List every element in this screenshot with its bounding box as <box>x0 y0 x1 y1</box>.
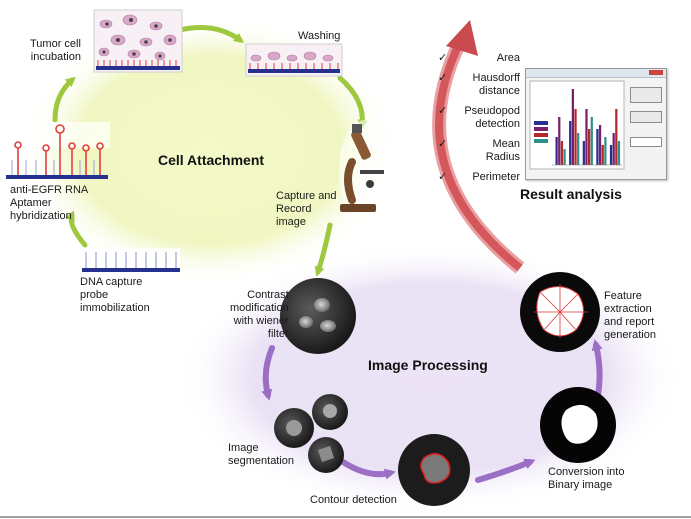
result-checklist-item: ✓ Perimeter <box>438 171 520 184</box>
chart-legend <box>534 121 548 143</box>
arrow-capture-to-processing <box>314 222 333 277</box>
binary-image <box>540 387 616 463</box>
arrow-binary-to-feature <box>591 339 603 398</box>
label-binary: Conversion into Binary image <box>548 466 625 491</box>
chart-legend-swatch <box>534 127 548 131</box>
result-checklist: ✓ Area ✓ Hausdorff distance ✓ Pseudopod detec… <box>438 52 521 191</box>
checkmark-icon: ✓ <box>438 138 448 150</box>
chart-bar <box>560 141 564 165</box>
chart-bars <box>552 89 622 166</box>
checkmark-icon: ✓ <box>438 105 448 117</box>
label-contour: Contour detection <box>310 494 397 506</box>
chart-bar <box>596 129 599 165</box>
window-titlebar <box>526 69 666 78</box>
feature-image <box>520 272 600 352</box>
result-checklist-item: ✓ Pseudopod detection <box>438 105 520 131</box>
arrow-aptamer-to-incubation <box>52 76 76 123</box>
window-close-icon <box>649 70 663 75</box>
arrow-segmentation-to-contour <box>340 459 396 480</box>
chart-bar <box>558 117 561 165</box>
result-checklist-label: Pseudopod detection <box>464 105 520 130</box>
checkmark-icon: ✓ <box>438 171 448 183</box>
label-tumor-cell-incubation: Tumor cell incubation <box>30 38 81 63</box>
contrast-image <box>280 278 356 354</box>
cell-attachment-glow <box>20 15 400 285</box>
arrow-probe-to-aptamer <box>65 210 88 248</box>
chart-bar <box>598 125 602 165</box>
chart-bar <box>574 109 577 165</box>
chart-bar <box>555 137 558 165</box>
label-aptamer: anti-EGFR RNA Aptamer hybridization <box>10 184 89 222</box>
chart-bar <box>615 109 618 165</box>
chart-legend-swatch <box>534 121 548 125</box>
label-contrast: Contrast modification with wiener filter <box>230 289 289 340</box>
label-segmentation: Image segmentation <box>228 442 295 467</box>
window-side-button[interactable] <box>630 87 662 103</box>
result-checklist-label: Hausdorff distance <box>472 72 521 97</box>
microscope-icon <box>339 120 391 220</box>
chart-bar <box>577 133 580 165</box>
chart-bar <box>588 129 591 165</box>
chart-bar <box>604 137 607 165</box>
washing-panel <box>245 43 343 77</box>
checkmark-icon: ✓ <box>438 72 448 84</box>
result-analysis-window <box>525 68 667 180</box>
chart-bar <box>601 145 604 165</box>
chart-legend-swatch <box>534 139 548 143</box>
result-checklist-item: ✓ Area <box>438 52 520 65</box>
arrow-incubation-to-washing <box>177 25 245 43</box>
label-feature: Feature extraction and report generation <box>604 290 656 341</box>
checkmark-icon: ✓ <box>438 52 448 64</box>
chart-bar <box>609 145 613 165</box>
label-dna-capture: DNA capture probe immobilization <box>80 276 150 314</box>
chart-bar <box>582 141 585 165</box>
result-checklist-item: ✓ Hausdorff distance <box>438 72 521 98</box>
window-side-button[interactable] <box>630 111 662 123</box>
arrow-contrast-to-segmentation <box>261 345 275 401</box>
chart-bar <box>585 109 588 165</box>
segmentation-images <box>274 394 348 473</box>
chart-legend-swatch <box>534 133 548 137</box>
title-cell-attachment: Cell Attachment <box>158 152 265 168</box>
result-checklist-label: Perimeter <box>472 171 520 183</box>
image-processing-cycle-arrows <box>261 339 603 483</box>
result-checklist-label: Area <box>496 52 520 64</box>
contour-image <box>398 434 470 506</box>
result-checklist-label: Mean Radius <box>485 138 520 163</box>
title-result-analysis: Result analysis <box>520 186 622 202</box>
chart-bar <box>563 149 566 165</box>
label-capture-record: Capture and Record image <box>276 190 337 228</box>
result-chart <box>529 80 625 170</box>
label-washing: Washing <box>298 30 341 42</box>
window-side-select[interactable] <box>630 137 662 147</box>
tumor-cell-incubation-panel <box>93 9 183 73</box>
chart-bar <box>569 121 572 165</box>
arrow-contour-to-binary <box>475 458 536 483</box>
chart-bar <box>571 89 574 165</box>
chart-bar <box>617 141 621 165</box>
result-checklist-item: ✓ Mean Radius <box>438 138 520 164</box>
result-analysis-arrow <box>432 20 525 274</box>
chart-bar <box>590 117 593 165</box>
chart-bar <box>612 133 615 165</box>
aptamer-panel <box>6 122 110 179</box>
dna-probe-panel <box>80 248 180 274</box>
title-image-processing: Image Processing <box>368 357 488 373</box>
